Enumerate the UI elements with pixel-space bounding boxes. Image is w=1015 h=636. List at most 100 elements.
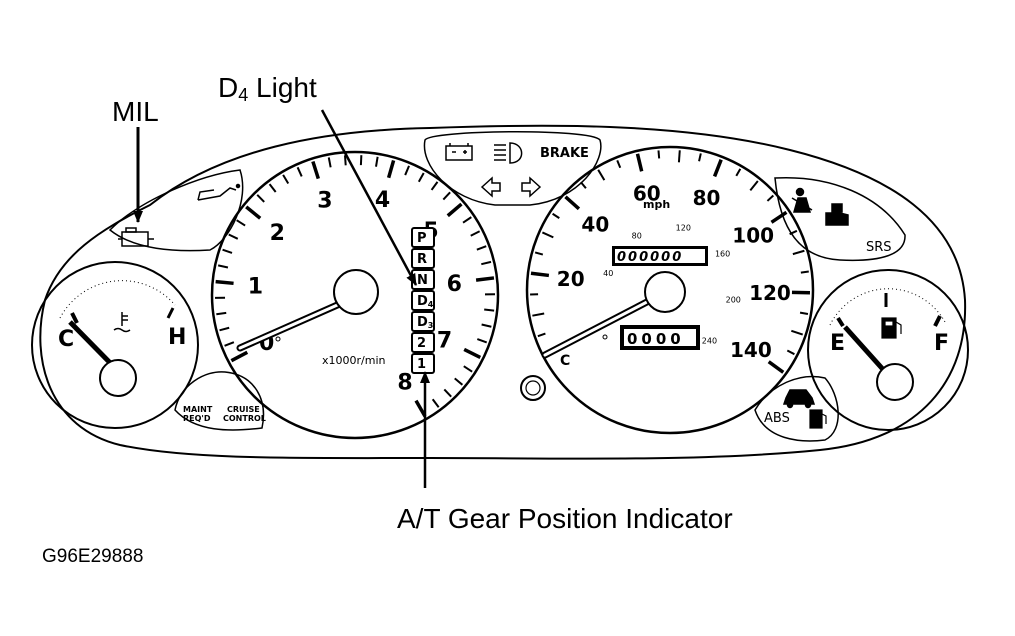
tach-tick bbox=[446, 202, 463, 218]
tach-tick bbox=[475, 276, 495, 282]
tach-tick bbox=[217, 264, 229, 269]
speed-tick bbox=[657, 150, 661, 159]
tach-number: 2 bbox=[270, 221, 285, 246]
tach-tick bbox=[463, 365, 473, 373]
headlight-high-beam-icon bbox=[494, 142, 523, 164]
tach-number: 1 bbox=[248, 274, 263, 299]
trip-reset-knob bbox=[520, 375, 546, 401]
speed-tick bbox=[800, 270, 809, 274]
tach-tick bbox=[230, 350, 249, 363]
coolant-temp-icon bbox=[113, 312, 131, 333]
tach-number: 3 bbox=[317, 189, 332, 214]
temperature-gauge: C H bbox=[31, 261, 199, 429]
speed-tick bbox=[537, 332, 546, 338]
kmh-number: 80 bbox=[632, 231, 642, 240]
tach-tick bbox=[431, 398, 440, 408]
speed-tick bbox=[766, 194, 775, 202]
speed-tick bbox=[597, 169, 606, 181]
low-tire-car-icon bbox=[782, 389, 816, 409]
tach-tick bbox=[417, 172, 425, 183]
speed-tick bbox=[580, 181, 587, 189]
gear-box bbox=[411, 290, 435, 311]
maint-cruise-panel bbox=[174, 371, 265, 431]
gear-box bbox=[411, 227, 435, 248]
turn-signal-right-icon bbox=[521, 176, 542, 198]
fuel-gauge: E F bbox=[807, 269, 969, 431]
speed-tick bbox=[791, 329, 804, 336]
mph-number: 120 bbox=[749, 281, 791, 305]
gear-label-2: 2 bbox=[417, 336, 426, 351]
fuel-full-label: F bbox=[934, 331, 949, 356]
kmh-number: 40 bbox=[603, 269, 613, 278]
tach-tick bbox=[481, 260, 492, 266]
abs-panel bbox=[754, 375, 839, 442]
at-gear-indicator-callout: A/T Gear Position Indicator bbox=[397, 503, 733, 534]
speed-tick bbox=[735, 168, 742, 177]
check-engine-icon bbox=[118, 227, 154, 247]
tach-tick bbox=[375, 156, 379, 167]
mph-number: 100 bbox=[732, 223, 774, 247]
tach-number: 8 bbox=[397, 371, 412, 396]
speed-tick bbox=[698, 153, 702, 162]
tach-tick bbox=[216, 311, 227, 316]
speed-tick bbox=[767, 360, 785, 374]
mph-number: 60 bbox=[633, 182, 661, 206]
speed-tick bbox=[786, 349, 795, 356]
tach-tick bbox=[311, 160, 320, 180]
gear-box bbox=[411, 311, 435, 332]
battery-icon bbox=[445, 143, 473, 161]
tach-tick bbox=[327, 157, 332, 168]
door-ajar-icon bbox=[825, 203, 849, 226]
figure-id: G96E29888 bbox=[42, 546, 143, 567]
trip-meter-value: 0000 bbox=[627, 330, 685, 348]
tach-tick bbox=[470, 230, 481, 237]
tach-tick bbox=[245, 205, 262, 220]
speed-tick bbox=[532, 312, 545, 317]
tach-tick bbox=[430, 181, 439, 191]
d4-light-arrow bbox=[320, 109, 418, 286]
tach-tick bbox=[282, 174, 290, 184]
tach-tick bbox=[462, 216, 472, 224]
fuel-pump-icon bbox=[881, 317, 902, 339]
low-fuel-icon bbox=[809, 409, 827, 429]
tach-tick bbox=[481, 323, 492, 328]
temp-cold-label: C bbox=[58, 327, 74, 352]
tach-tick bbox=[236, 219, 246, 227]
kmh-number: 120 bbox=[676, 223, 691, 232]
tach-unit-label: x1000r/min bbox=[322, 354, 386, 367]
abs-label: ABS bbox=[764, 411, 790, 426]
tach-ticks bbox=[215, 155, 496, 418]
d4-light-callout: D4 Light bbox=[218, 72, 317, 105]
tach-tick bbox=[268, 183, 277, 193]
oil-pressure-icon bbox=[197, 183, 241, 201]
srs-panel bbox=[774, 176, 906, 262]
tach-number: 7 bbox=[437, 329, 452, 354]
tach-tick bbox=[414, 399, 427, 418]
speed-tick bbox=[770, 210, 788, 224]
tachometer: 012345678 x1000r/min bbox=[210, 150, 500, 440]
tach-tick bbox=[224, 341, 235, 347]
mil-callout: MIL bbox=[112, 96, 159, 127]
speed-tick bbox=[792, 249, 805, 256]
odometer-value: 000000 bbox=[617, 250, 683, 265]
speed-tick bbox=[616, 159, 622, 169]
gear-label-r: R bbox=[417, 252, 427, 267]
odometer-display: 000000 bbox=[612, 246, 708, 266]
mph-number: 40 bbox=[581, 212, 609, 236]
tach-tick bbox=[484, 308, 495, 312]
tach-tick bbox=[386, 159, 396, 179]
tach-tick bbox=[215, 279, 234, 286]
tach-tick bbox=[476, 338, 488, 344]
mph-number: 80 bbox=[693, 186, 721, 210]
speed-tick bbox=[712, 159, 723, 178]
speedo-c-mark: C bbox=[560, 353, 570, 369]
speed-tick bbox=[635, 153, 644, 172]
tach-tick bbox=[296, 166, 303, 177]
speed-tick bbox=[799, 311, 809, 315]
